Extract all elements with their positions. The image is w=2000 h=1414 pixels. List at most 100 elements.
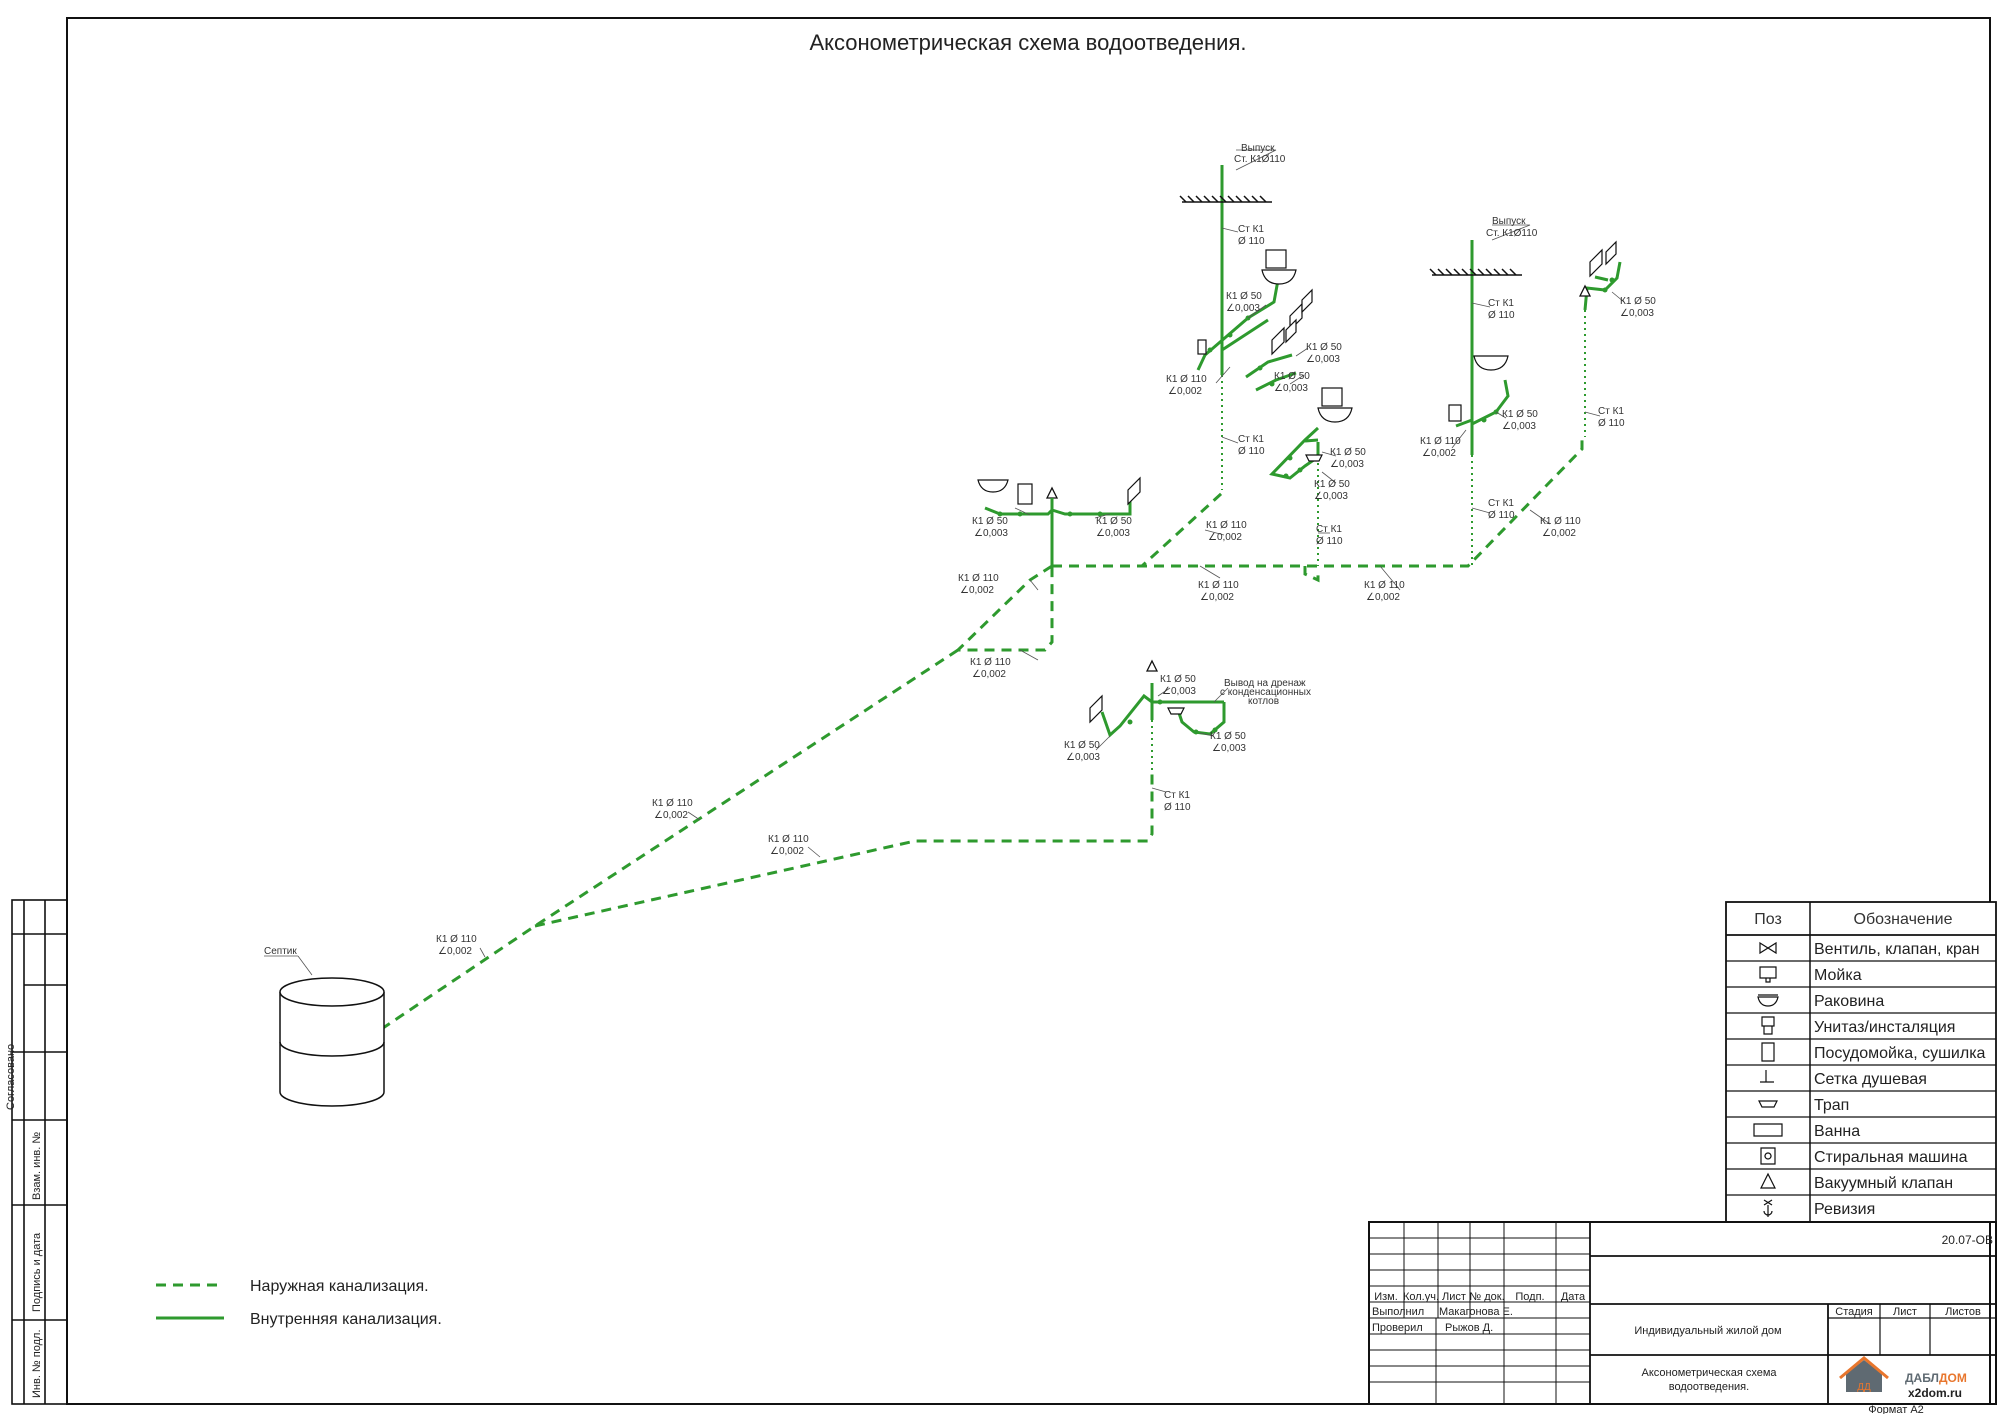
stamp-podpis: Подпись и дата [31, 1232, 43, 1312]
tb-code: 20.07-ОВ [1942, 1233, 1993, 1247]
shower-drain-icon [1760, 1070, 1774, 1083]
stamp-vzam: Взам. инв. № [31, 1132, 43, 1200]
tb-col-kol: Кол.уч. [1403, 1291, 1439, 1303]
drain-label-2: с конденсационных [1220, 687, 1311, 698]
branch-label: К1 Ø 50 [1160, 674, 1196, 685]
main-label: К1 Ø 110 [1364, 580, 1405, 591]
branch-slope: ∠0,003 [1306, 354, 1340, 365]
tb-col-podp: Подп. [1515, 1291, 1544, 1303]
riser-size: Ø 110 [1238, 446, 1265, 457]
branch-slope: ∠0,003 [1330, 459, 1364, 470]
tb-name-executed: Макагонова Е. [1439, 1306, 1513, 1318]
valve-icon [1759, 941, 1777, 955]
revision-icon [1763, 1199, 1773, 1217]
main-label: К1 Ø 110 [1198, 580, 1239, 591]
riser-size: Ø 110 [1488, 310, 1515, 321]
annotation-leaders [479, 149, 1625, 958]
riser-label: Ст К1 [1598, 406, 1624, 417]
tb-col-date: Дата [1561, 1291, 1586, 1303]
tb-stage: Стадия [1835, 1306, 1873, 1318]
ground-level-hatch [1179, 195, 1522, 276]
septic-leader [297, 955, 313, 976]
table-row-label: Вентиль, клапан, кран [1814, 941, 1980, 958]
table-header-pos: Поз [1754, 911, 1782, 928]
table-row-label: Вакуумный клапан [1814, 1175, 1953, 1192]
table-header-desc: Обозначение [1854, 911, 1953, 928]
branch-label: К1 Ø 110 [1166, 374, 1207, 385]
bathtub-icon [1753, 1123, 1783, 1137]
table-row-label: Унитаз/инсталяция [1814, 1019, 1955, 1036]
tb-role-checked: Проверил [1372, 1322, 1423, 1334]
branch-slope: ∠0,003 [1314, 491, 1348, 502]
branch-label: К1 Ø 50 [1330, 447, 1366, 458]
branch-slope: ∠0,003 [1096, 528, 1130, 539]
main-slope: ∠0,002 [1366, 592, 1400, 603]
tb-drawing-name-1: Аксонометрическая схема [1641, 1367, 1777, 1379]
pipe-annotations: Выпуск Ст. К1Ø110 Выпуск Ст. К1Ø110 Ст К… [436, 143, 1656, 957]
branch-slope: ∠0,003 [1274, 383, 1308, 394]
septic-label: Септик [264, 946, 297, 957]
riser-dotted [1051, 310, 1586, 770]
tb-name-checked: Рыжов Д. [1445, 1322, 1493, 1334]
branch-label: К1 Ø 50 [1210, 731, 1246, 742]
inner-sewer-network [984, 165, 1622, 738]
tb-sheet: Лист [1893, 1306, 1917, 1318]
brand-name-2: ДОМ [1939, 1371, 1967, 1385]
brand-name-1: ДАБЛ [1905, 1371, 1939, 1385]
riser-label: Ст К1 [1238, 224, 1264, 235]
tb-col-list: Лист [1442, 1291, 1466, 1303]
main-slope: ∠0,002 [960, 585, 994, 596]
vacuum-valve-icon [1045, 486, 1059, 499]
outlet-size-label-2: Ст. К1Ø110 [1486, 228, 1538, 239]
outlet-label: Выпуск [1241, 143, 1275, 154]
drain-label-3: котлов [1248, 696, 1279, 707]
table-row-label: Трап [1814, 1097, 1849, 1114]
symbol-table: Поз Обозначение Вентиль, клапан, кранМой… [1725, 901, 1997, 1223]
riser-size: Ø 110 [1238, 236, 1265, 247]
fixtures [977, 240, 1617, 724]
riser-label: Ст К1 [1488, 298, 1514, 309]
stamp-inv: Инв. № подл. [31, 1329, 43, 1398]
trap-icon [1758, 1100, 1778, 1108]
branch-label: К1 Ø 50 [1064, 740, 1100, 751]
brand-logo: ДД [1839, 1356, 1889, 1393]
washbasin-icon [1261, 269, 1297, 285]
septic-tank [279, 977, 385, 1107]
tb-sheets: Листов [1945, 1306, 1981, 1318]
branch-label: К1 Ø 50 [1314, 479, 1350, 490]
branch-label: К1 Ø 50 [1502, 409, 1538, 420]
riser-size: Ø 110 [1316, 536, 1343, 547]
branch-slope: ∠0,003 [1162, 686, 1196, 697]
main-slope: ∠0,002 [438, 946, 472, 957]
riser-label: Ст К1 [1238, 434, 1264, 445]
riser-label: Ст К1 [1164, 790, 1190, 801]
branch-slope: ∠0,002 [1422, 448, 1456, 459]
vacuum-valve-icon [1760, 1172, 1776, 1189]
tb-project: Индивидуальный жилой дом [1634, 1325, 1781, 1337]
sheet-format: Формат А2 [1868, 1404, 1924, 1414]
main-label: К1 Ø 110 [1206, 520, 1247, 531]
outlet-size-label: Ст. К1Ø110 [1234, 154, 1286, 165]
riser-label: Ст К1 [1488, 498, 1514, 509]
table-row-label: Ревизия [1814, 1201, 1875, 1218]
branch-slope: ∠0,003 [1226, 303, 1260, 314]
main-slope: ∠0,002 [1200, 592, 1234, 603]
main-slope: ∠0,002 [654, 810, 688, 821]
drawing-frame [66, 17, 1991, 1405]
branch-label: К1 Ø 50 [1306, 342, 1342, 353]
washbasin-icon [1757, 994, 1779, 1007]
vacuum-valves [1045, 284, 1592, 672]
branch-label: К1 Ø 110 [1420, 436, 1461, 447]
table-row-label: Ванна [1814, 1123, 1860, 1140]
main-label: К1 Ø 110 [1540, 516, 1581, 527]
outlet-label-2: Выпуск [1492, 216, 1526, 227]
main-slope: ∠0,002 [770, 846, 804, 857]
branch-slope: ∠0,003 [1502, 421, 1536, 432]
branch-label: К1 Ø 50 [1620, 296, 1656, 307]
toilet-icon [1761, 1016, 1775, 1035]
branch-label: К1 Ø 50 [1226, 291, 1262, 302]
tb-role-executed: Выполнил [1372, 1306, 1424, 1318]
pipe-fittings [997, 277, 1615, 735]
svg-text:ДД: ДД [1857, 1382, 1871, 1393]
